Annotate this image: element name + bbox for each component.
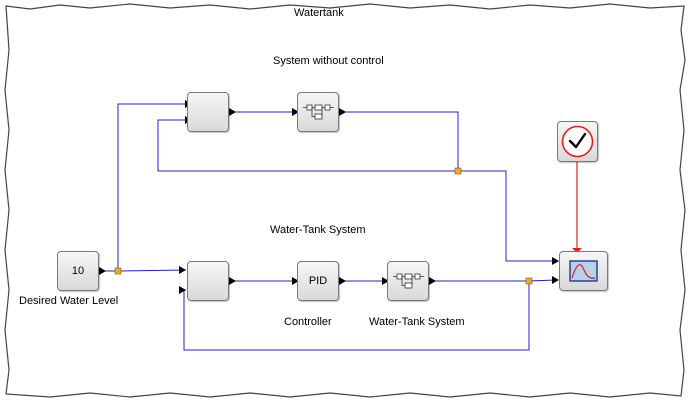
port-top-sum-out — [229, 108, 236, 116]
clock-block[interactable] — [557, 121, 598, 162]
superblock-bottom[interactable] — [387, 261, 429, 301]
section-title-top: System without control — [273, 55, 384, 67]
constant-label: Desired Water Level — [19, 295, 119, 307]
split-point-bottom[interactable] — [525, 277, 533, 285]
section-title-bottom: Water-Tank System — [270, 224, 366, 236]
scope-icon — [569, 260, 598, 282]
link-split-bottom-sum[interactable] — [117, 269, 187, 272]
sum-block-top[interactable] — [187, 92, 229, 132]
link-split-top-sum[interactable] — [117, 103, 186, 271]
pid-block[interactable]: PID — [297, 261, 339, 301]
port-top-plant-in — [292, 108, 299, 116]
link-top-feedback[interactable] — [157, 119, 458, 172]
port-bottom-sum-in1 — [179, 266, 186, 274]
superblock-icon — [303, 104, 334, 120]
pid-label: Controller — [284, 316, 332, 328]
port-pid-in — [292, 277, 299, 285]
superblock-top[interactable] — [297, 92, 339, 132]
port-bottom-plant-out — [429, 277, 436, 285]
split-point-top[interactable] — [454, 167, 462, 175]
link-bottom-split-scope[interactable] — [528, 279, 557, 282]
link-top-plant-split[interactable] — [339, 111, 459, 171]
port-scope-in2 — [552, 276, 559, 284]
pid-text: PID — [308, 275, 328, 287]
split-point-input[interactable] — [114, 267, 122, 275]
canvas-border — [4, 3, 686, 398]
scope-block[interactable] — [559, 251, 608, 291]
port-scope-in1 — [552, 257, 559, 265]
port-bottom-sum-in2 — [179, 286, 186, 294]
plant-bottom-label: Water-Tank System — [369, 316, 465, 328]
port-bottom-sum-out — [229, 277, 236, 285]
link-top-split-scope[interactable] — [458, 170, 556, 262]
constant-value: 10 — [71, 265, 85, 277]
port-pid-out — [339, 277, 346, 285]
constant-block[interactable]: 10 — [57, 251, 99, 291]
clock-icon — [561, 125, 594, 158]
diagram-title: Watertank — [294, 7, 344, 19]
port-bottom-plant-in — [382, 277, 389, 285]
port-top-plant-out — [339, 108, 346, 116]
event-arrow — [572, 248, 582, 253]
superblock-icon — [393, 273, 424, 289]
port-const-out — [99, 267, 106, 275]
sum-block-bottom[interactable] — [187, 261, 229, 301]
